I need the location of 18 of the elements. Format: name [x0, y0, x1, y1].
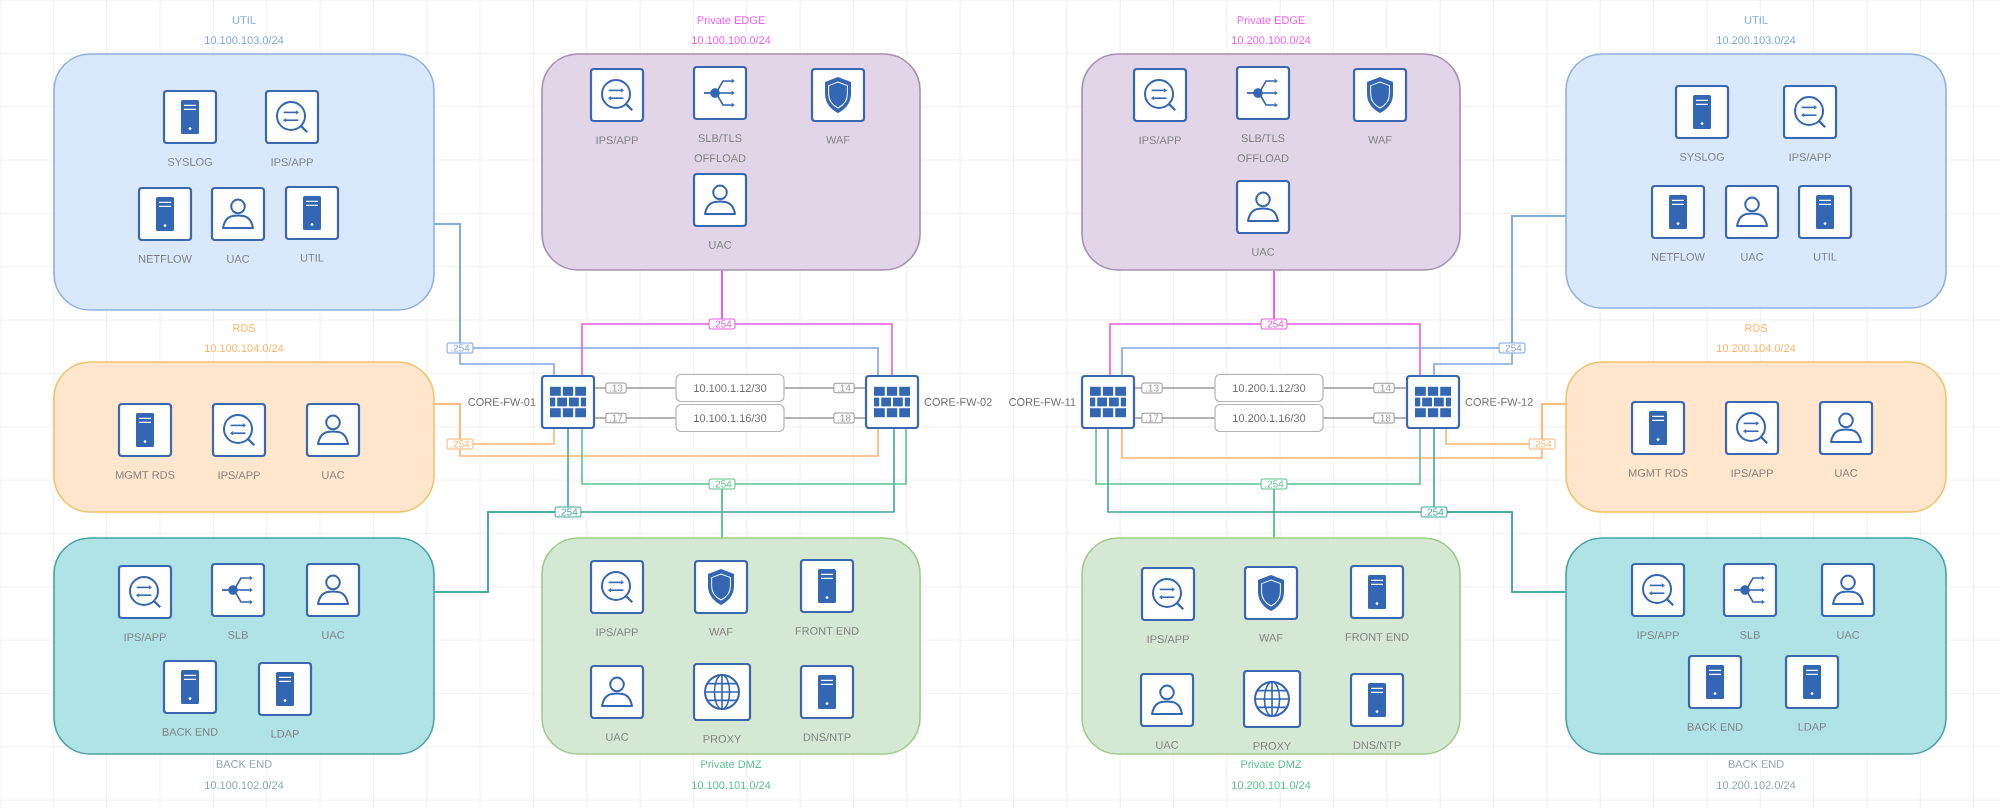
- connector-line: [783, 417, 866, 419]
- connector-line: [1134, 417, 1216, 419]
- connector-line: [434, 428, 895, 593]
- connector-line: [1322, 417, 1407, 419]
- connector-line: [594, 417, 677, 419]
- connector-line: [1445, 403, 1567, 445]
- connector-line: [1273, 270, 1421, 376]
- connector-line: [783, 387, 866, 389]
- connector-line: [721, 270, 893, 376]
- connector-line: [594, 387, 677, 389]
- connector-line: [434, 223, 879, 376]
- connector-line: [1273, 428, 1421, 538]
- connector-line: [1134, 387, 1216, 389]
- connector-line: [1322, 387, 1407, 389]
- connector-line: [1433, 215, 1567, 376]
- connector-line: [721, 428, 907, 538]
- connector-line: [434, 403, 879, 457]
- connector-line: [1433, 428, 1567, 593]
